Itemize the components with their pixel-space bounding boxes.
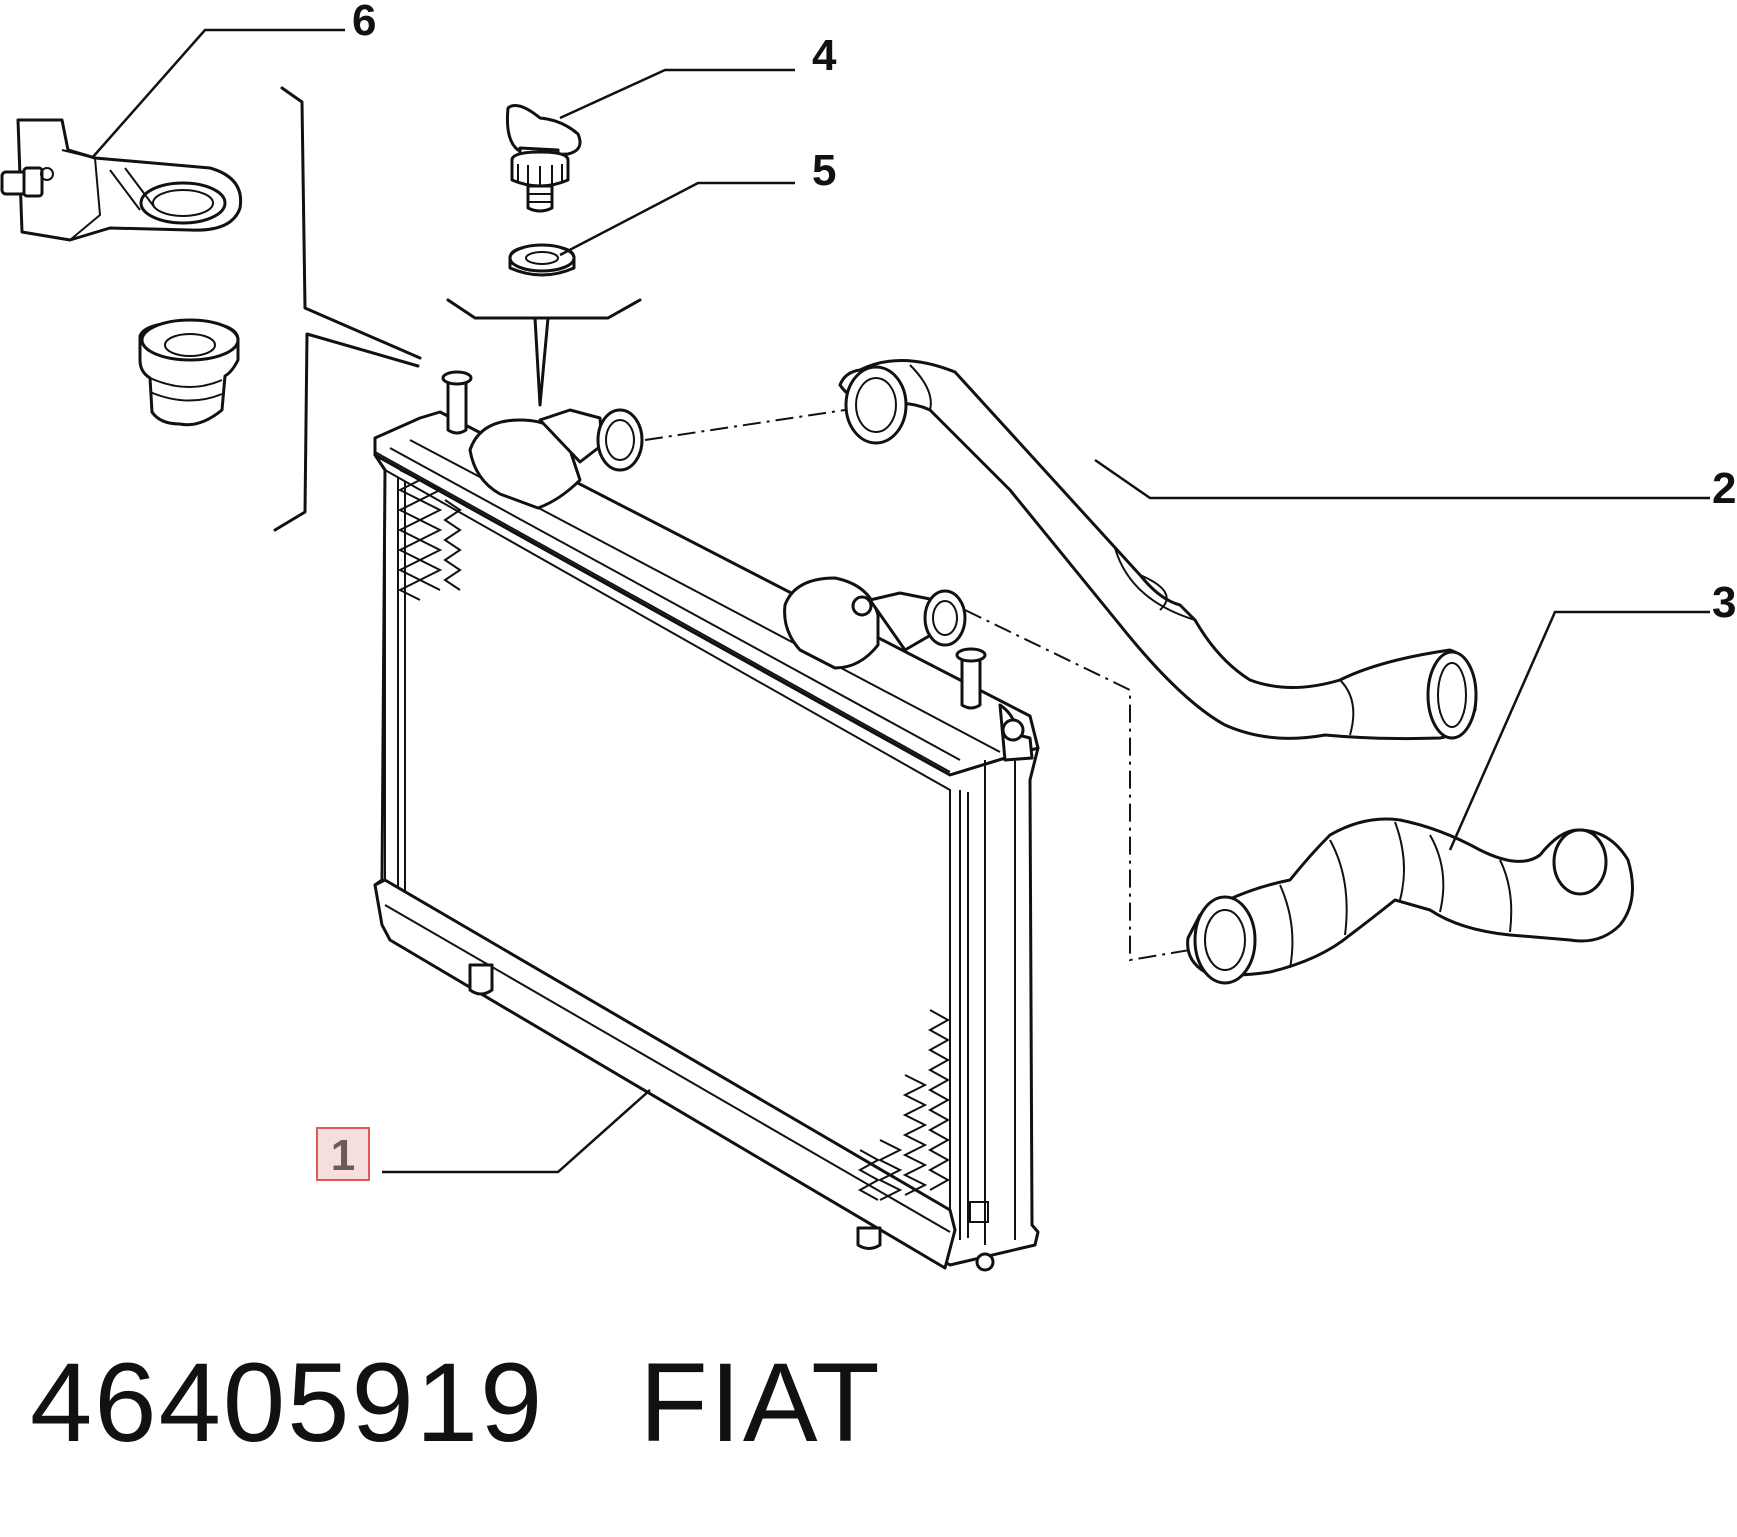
part-caption: 46405919 FIAT <box>30 1338 882 1467</box>
callout-4: 4 <box>812 31 837 80</box>
callout-1[interactable]: 1 <box>331 1131 355 1180</box>
assembly-guide-line-lower <box>273 332 420 532</box>
part-number: 46405919 <box>30 1340 545 1465</box>
callout-5: 5 <box>812 146 836 195</box>
leader-6 <box>91 28 345 159</box>
dash-hose3-to-outlet <box>964 609 1191 962</box>
callout-3: 3 <box>1712 578 1736 627</box>
washer-part-5 <box>508 243 576 277</box>
callout-6: 6 <box>352 0 376 45</box>
lower-hose-part-3 <box>1186 817 1634 985</box>
assembly-guide-line-left <box>280 86 422 360</box>
leader-3 <box>1448 610 1710 851</box>
leader-1 <box>382 1089 651 1174</box>
grommet <box>138 318 240 427</box>
callout-1-highlight[interactable] <box>316 1127 370 1181</box>
leader-2 <box>1094 458 1710 500</box>
bleed-screw-part-4 <box>506 104 582 213</box>
radiator-part-1 <box>373 370 1040 1272</box>
leader-4 <box>559 68 795 120</box>
callout-2: 2 <box>1712 464 1736 513</box>
bracket-part-6 <box>0 118 243 242</box>
upper-hose-part-2 <box>838 358 1478 741</box>
leader-5 <box>559 181 795 257</box>
brand-name: FIAT <box>639 1340 882 1465</box>
assembly-guide-arrow <box>533 316 550 407</box>
assembly-guide-line-top <box>446 298 642 320</box>
dash-hose2-to-outlet <box>644 409 846 441</box>
